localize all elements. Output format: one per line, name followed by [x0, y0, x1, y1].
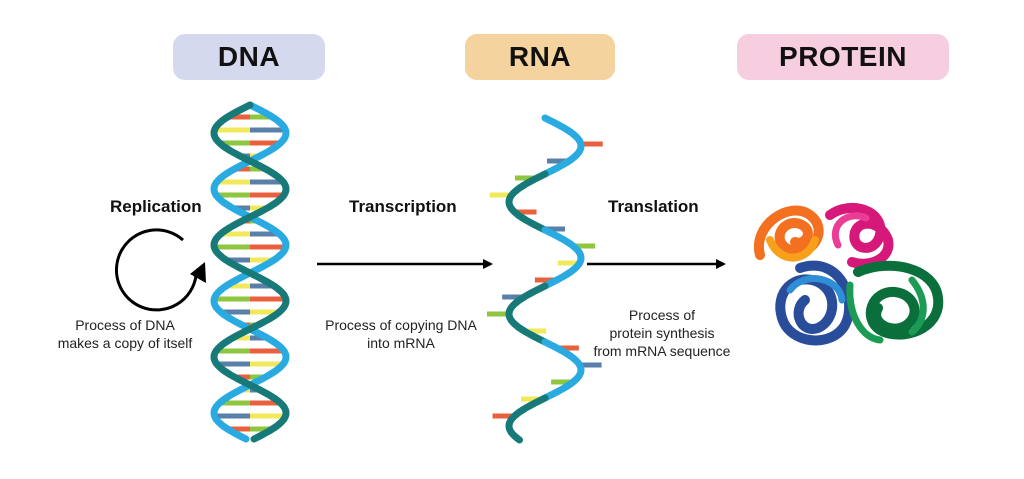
protein-orange-domain	[753, 205, 824, 262]
rna-strand-teal	[505, 170, 549, 234]
transcription-title: Transcription	[349, 197, 457, 216]
replication-desc-line1: Process of DNA	[75, 317, 175, 333]
transcription-description: Process of copying DNA into mRNA	[311, 316, 491, 352]
rna-label: RNA	[508, 41, 572, 72]
protein-magenta-domain	[825, 202, 894, 269]
dna-badge: DNA	[173, 34, 325, 80]
transcription-desc-line2: into mRNA	[367, 335, 435, 351]
protein-green-domain	[846, 260, 944, 344]
dna-label: DNA	[217, 41, 281, 72]
rna-strand-teal	[505, 282, 549, 346]
protein-label: PROTEIN	[779, 41, 907, 72]
circular-arrow-icon	[114, 228, 206, 312]
dna-helix-icon	[210, 101, 290, 443]
replication-desc-line2: makes a copy of itself	[57, 335, 193, 351]
rna-strand-icon	[487, 114, 603, 444]
translation-desc-line1: Process of	[628, 307, 696, 323]
protein-badge: PROTEIN	[737, 34, 949, 80]
translation-desc-line3: from mRNA sequence	[593, 343, 731, 359]
rna-strand-teal	[505, 394, 549, 444]
rna-strand-blue	[541, 226, 585, 290]
dna-strand-teal	[210, 101, 290, 443]
replication-description: Process of DNA makes a copy of itself	[52, 316, 198, 352]
rna-strand-blue	[541, 114, 585, 178]
translation-description: Process of protein synthesis from mRNA s…	[582, 306, 742, 360]
folded-protein-icon	[753, 202, 944, 346]
protein-blue-domain	[775, 260, 855, 346]
translation-desc-line2: protein synthesis	[609, 325, 715, 341]
rna-badge: RNA	[465, 34, 615, 80]
rna-strand-blue	[541, 338, 585, 402]
translation-title: Translation	[608, 197, 699, 216]
transcription-desc-line1: Process of copying DNA	[325, 317, 477, 333]
replication-title: Replication	[110, 197, 202, 216]
